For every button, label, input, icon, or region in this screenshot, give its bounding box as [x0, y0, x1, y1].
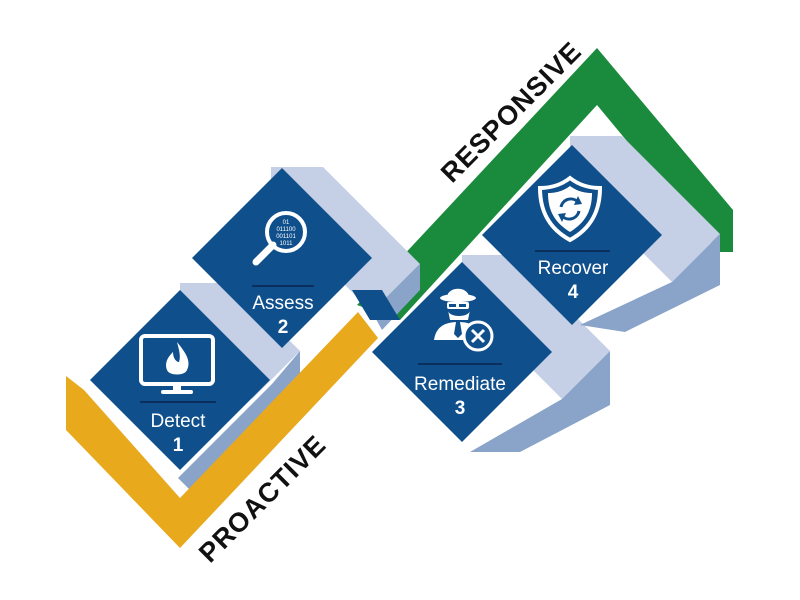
svg-text:01: 01	[283, 220, 290, 226]
detect-number: 1	[173, 435, 184, 456]
remediate-tile	[372, 262, 552, 442]
spy-cancel-icon	[434, 288, 494, 352]
svg-text:001101: 001101	[276, 234, 296, 240]
recover-tile	[482, 145, 662, 325]
remediate-tile-depth	[462, 255, 610, 399]
svg-text:011100: 011100	[276, 227, 296, 233]
responsive-band	[357, 48, 733, 320]
remediate-tile-side	[470, 351, 610, 452]
detect-tile-side	[178, 351, 300, 500]
svg-text:1011: 1011	[280, 241, 294, 247]
recover-tile-side	[580, 234, 720, 332]
assess-number: 2	[278, 317, 289, 338]
assess-label: Assess	[252, 293, 313, 314]
detect-tile-depth	[180, 283, 300, 399]
recover-label: Recover	[538, 258, 609, 279]
shield-refresh-icon	[537, 175, 603, 243]
detect-tile	[90, 290, 270, 470]
monitor-flame-icon	[139, 334, 215, 394]
recover-tile-depth	[570, 136, 720, 282]
recover-number: 4	[568, 282, 579, 303]
connector-assess-remediate	[352, 290, 400, 320]
magnifier-binary-icon: 01 011100 001101 1011	[252, 211, 307, 266]
remediate-number: 3	[455, 398, 466, 419]
proactive-band	[66, 312, 378, 548]
assess-tile	[192, 168, 372, 348]
detect-label: Detect	[151, 411, 207, 432]
remediate-label: Remediate	[414, 374, 506, 395]
